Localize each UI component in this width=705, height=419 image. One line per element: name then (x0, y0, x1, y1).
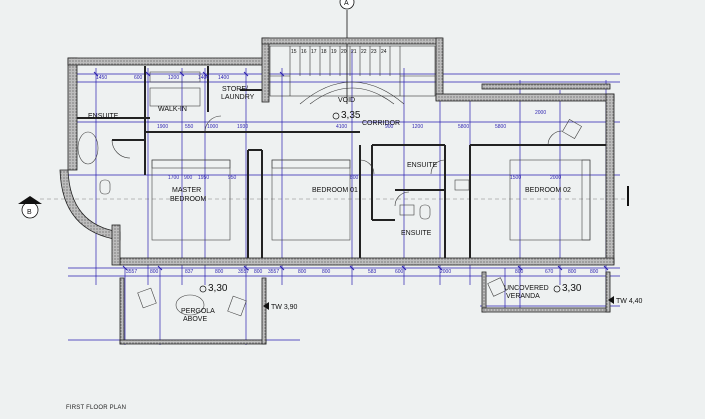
pergola-chair-2 (227, 295, 247, 317)
dim-bottom: 670 (545, 269, 554, 275)
dim-top: 4100 (336, 124, 347, 130)
room-walk-in: WALK-IN (158, 106, 187, 113)
dim-bottom: 2000 (440, 269, 451, 275)
room-veranda-line1: UNCOVERED (504, 285, 549, 292)
dim-bottom: 800 (590, 269, 599, 275)
room-master-bedroom-line1: MASTER (172, 187, 201, 194)
room-pergola-line2: ABOVE (183, 316, 207, 323)
stair-number: 16 (301, 49, 307, 55)
bedroom-01-bed (271, 159, 351, 241)
room-pergola-line1: PERGOLA (181, 308, 215, 315)
basin-2 (454, 179, 470, 191)
toilet (99, 179, 111, 195)
dim-top: 1200 (168, 75, 179, 81)
room-bedroom-02: BEDROOM 02 (525, 187, 571, 194)
void-level: 3,35 (341, 110, 361, 121)
stair-number: 18 (321, 49, 327, 55)
pergola-tw: TW 3,90 (271, 304, 298, 311)
dim-corridor: 1930 (237, 124, 248, 130)
dim-bottom: 800 (515, 269, 524, 275)
staircase (269, 45, 436, 105)
room-corridor: CORRIDOR (362, 120, 400, 127)
dim-bottom: 600 (395, 269, 404, 275)
furniture (77, 71, 591, 317)
dim-corridor: 1000 (207, 124, 218, 130)
dim-master: 2000 (550, 175, 561, 181)
room-veranda-line2: VERANDA (506, 293, 540, 300)
room-ensuite-top: ENSUITE (407, 162, 438, 169)
dim-bottom: 3557 (126, 269, 137, 275)
drawing-title: FIRST FLOOR PLAN (66, 405, 127, 411)
svg-text:B: B (27, 209, 32, 216)
room-store: STORE/ (222, 86, 248, 93)
room-void: VOID (338, 97, 355, 104)
room-laundry: LAUNDRY (221, 94, 255, 101)
stair-number: 20 (341, 49, 347, 55)
dim-master: 1500 (510, 175, 521, 181)
section-marker-a (339, 0, 355, 10)
room-ensuite-bottom: ENSUITE (401, 230, 432, 237)
dim-corridor: 5800 (458, 124, 469, 130)
dim-master: 1700 (168, 175, 179, 181)
exterior-walls (59, 37, 615, 345)
stair-number: 19 (331, 49, 337, 55)
dim-bottom: 800 (568, 269, 577, 275)
dim-top: 1400 (218, 75, 229, 81)
dim-bottom: 3557 (268, 269, 279, 275)
interior-walls (77, 66, 606, 258)
veranda-chair (487, 277, 507, 297)
dim-bottom: 800 (150, 269, 159, 275)
dim-top: 1400 (198, 75, 209, 81)
dim-corridor: 900 (385, 124, 394, 130)
dim-master: 1950 (198, 175, 209, 181)
dimension-ticks (93, 71, 609, 271)
dim-corridor: 550 (185, 124, 194, 130)
basin (399, 204, 415, 216)
door-swings (111, 115, 563, 207)
dim-bottom: 800 (322, 269, 331, 275)
room-labels: WALK-IN STORE/ LAUNDRY VOID ENSUITE CORR… (88, 86, 571, 323)
stair-numbers: 15 16 17 18 19 20 21 22 23 24 (291, 49, 387, 55)
dim-bottom: 583 (368, 269, 377, 275)
room-bedroom-01: BEDROOM 01 (312, 187, 358, 194)
chair (562, 119, 582, 139)
section-markers: A B (18, 0, 355, 219)
pergola-level: 3,30 (208, 283, 228, 294)
stair-number: 22 (361, 49, 367, 55)
room-ensuite-master: ENSUITE (88, 113, 119, 120)
dim-bottom: 3557 (238, 269, 249, 275)
stair-number: 23 (371, 49, 377, 55)
dim-bottom: 800 (298, 269, 307, 275)
stair-number: 15 (291, 49, 297, 55)
dim-master: 800 (350, 175, 359, 181)
level-markers: 3,35 3,30 TW 3,90 3,30 TW 4,40 (199, 110, 643, 311)
dim-master: 950 (228, 175, 237, 181)
veranda-tw: TW 4,40 (616, 298, 643, 305)
stair-number: 21 (351, 49, 357, 55)
dimension-labels: 1450 600 1200 1400 1400 4100 5800 2000 1… (96, 75, 599, 275)
toilet-2 (419, 204, 431, 220)
dim-corridor: 1200 (412, 124, 423, 130)
stair-number: 24 (381, 49, 387, 55)
stair-number: 17 (311, 49, 317, 55)
dim-top: 1450 (96, 75, 107, 81)
pergola-chair-1 (137, 287, 157, 309)
svg-text:A: A (344, 0, 349, 7)
dim-bottom: 800 (215, 269, 224, 275)
bedroom-02-bed (509, 159, 591, 241)
pergola-table (175, 294, 205, 316)
dim-top: 2000 (535, 110, 546, 116)
dim-corridor: 1900 (157, 124, 168, 130)
dim-master: 900 (184, 175, 193, 181)
dim-bottom: 837 (185, 269, 194, 275)
dim-top: 5800 (495, 124, 506, 130)
veranda-level: 3,30 (562, 283, 582, 294)
dim-top: 600 (134, 75, 143, 81)
room-master-bedroom-line2: BEDROOM (170, 196, 206, 203)
shelving (149, 71, 201, 83)
bathtub (77, 131, 99, 165)
dim-bottom: 800 (254, 269, 263, 275)
